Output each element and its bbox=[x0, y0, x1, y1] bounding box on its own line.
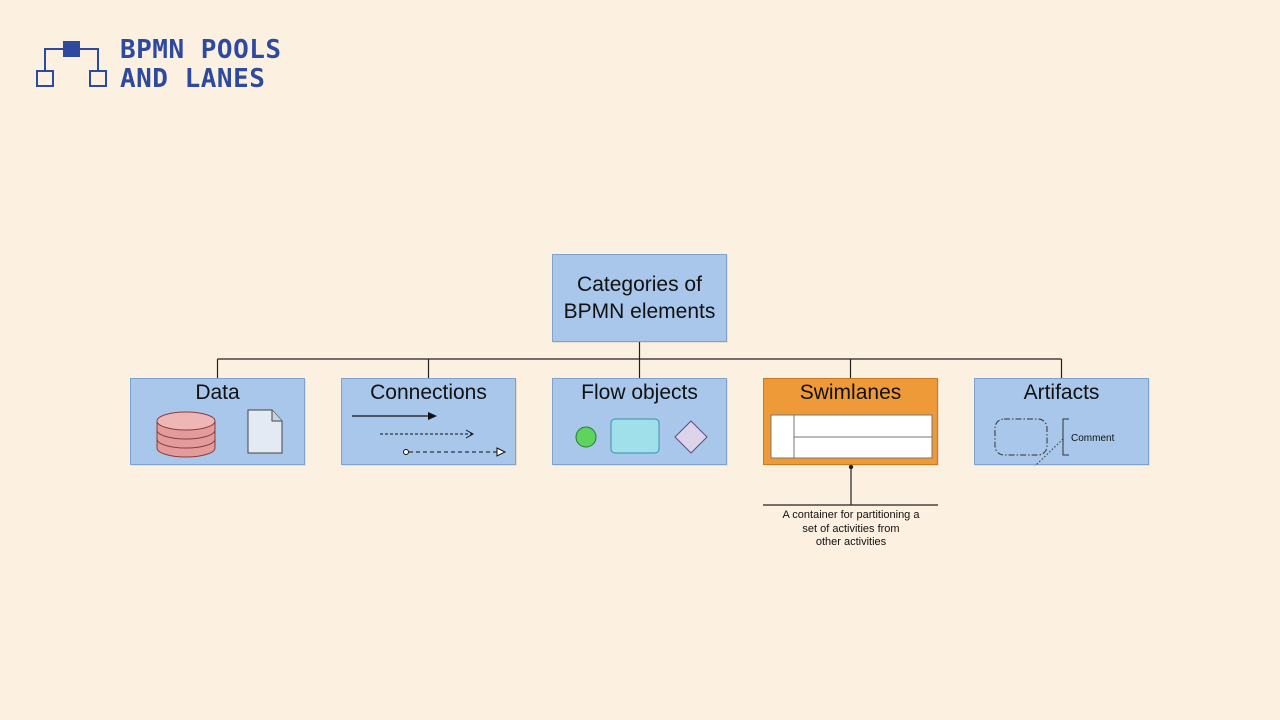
root-title-line2: BPMN elements bbox=[563, 300, 716, 323]
category-connections-box: Connections bbox=[341, 378, 516, 465]
logo-title: BPMN POOLS AND LANES bbox=[120, 36, 282, 94]
category-artifacts-label: Artifacts bbox=[1023, 381, 1100, 404]
swimlanes-glyphs bbox=[770, 414, 933, 459]
category-swimlanes-box: Swimlanes bbox=[763, 378, 938, 465]
annotation-comment-text: Comment bbox=[1071, 433, 1115, 444]
description-line2: set of activities from bbox=[802, 522, 900, 535]
document-icon bbox=[247, 409, 283, 454]
logo-title-line2: AND LANES bbox=[120, 64, 266, 94]
event-circle-icon bbox=[575, 426, 597, 448]
association-arrow-icon bbox=[403, 447, 507, 457]
pool-lanes-icon bbox=[770, 414, 933, 459]
category-swimlanes-label: Swimlanes bbox=[799, 381, 902, 404]
data-glyphs bbox=[156, 409, 283, 458]
gateway-diamond-icon bbox=[674, 420, 708, 454]
category-artifacts-box: Comment Artifacts bbox=[974, 378, 1149, 466]
logo-title-line1: BPMN POOLS bbox=[120, 35, 282, 65]
category-data-label: Data bbox=[195, 381, 240, 404]
description-line1: A container for partitioning a bbox=[782, 509, 920, 521]
category-connections-label: Connections bbox=[370, 381, 487, 404]
root-title-line1: Categories of bbox=[577, 273, 702, 296]
root-category-box: Categories of BPMN elements bbox=[552, 254, 727, 342]
activity-rectangle-icon bbox=[610, 418, 660, 454]
artifacts-glyphs bbox=[994, 418, 1069, 466]
description-line3: other activities bbox=[815, 536, 887, 548]
category-data-box: Data bbox=[130, 378, 305, 465]
category-flow-objects-box: Flow objects bbox=[552, 378, 727, 465]
sequence-flow-arrow-icon bbox=[352, 412, 437, 420]
swimlanes-description: A container for partitioning a set of ac… bbox=[760, 509, 942, 550]
hierarchy-icon bbox=[36, 41, 107, 87]
category-flow-objects-label: Flow objects bbox=[581, 381, 698, 404]
annotation-bracket-icon bbox=[1062, 418, 1069, 456]
connections-glyphs bbox=[352, 412, 507, 457]
logo: BPMN POOLS AND LANES bbox=[34, 36, 324, 96]
root-title: Categories of BPMN elements bbox=[553, 271, 726, 325]
group-artifact-icon bbox=[994, 418, 1048, 456]
database-icon bbox=[156, 411, 216, 458]
flow-objects-glyphs bbox=[575, 418, 708, 454]
message-flow-arrow-icon bbox=[380, 429, 475, 439]
